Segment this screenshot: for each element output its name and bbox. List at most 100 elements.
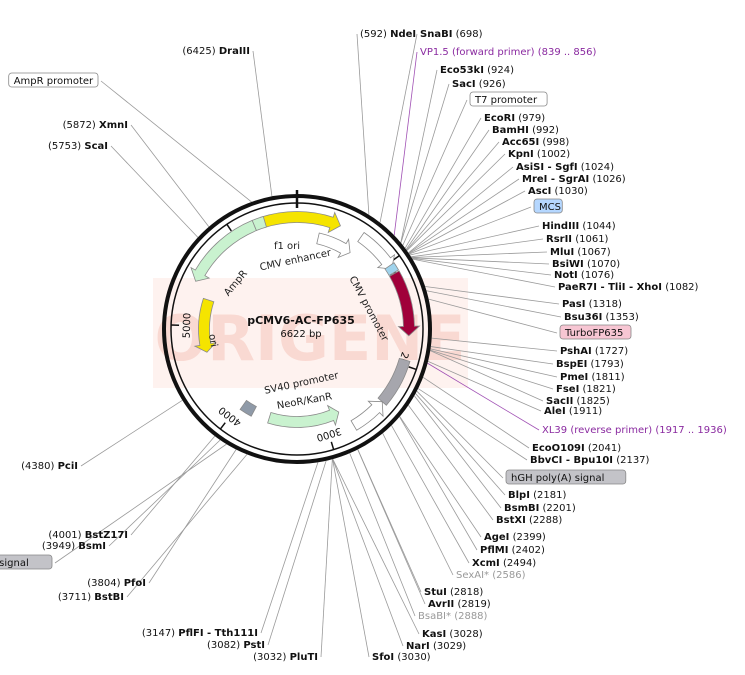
site-label-text: (4001) BstZ17I: [48, 530, 128, 541]
leader-line: [402, 99, 468, 246]
site-label-bamhi: BamHI (992): [492, 125, 559, 136]
site-label-xl39-reverse-primer: XL39 (reverse primer) (1917 .. 1936): [542, 425, 727, 436]
feature-ampr-promoter: [251, 215, 267, 232]
leader-line: [356, 33, 370, 215]
leader-line: [427, 361, 542, 412]
leader-line: [399, 416, 478, 551]
feature-cmv-enhancer: [316, 232, 351, 259]
site-label-text: Eco53kI (924): [440, 65, 514, 76]
backbone-tick: [219, 422, 226, 430]
leader-line: [415, 393, 506, 496]
leader-lines: [54, 33, 562, 658]
site-label-pflfi-tth111i: (3147) PflFI - Tth111I: [142, 628, 258, 639]
site-label-bsu36i: Bsu36I (1353): [564, 312, 639, 323]
leader-line: [391, 425, 470, 564]
leader-line: [400, 83, 450, 243]
feature-label-box: [469, 91, 548, 107]
site-label-text: KasI (3028): [422, 629, 483, 640]
leader-line: [382, 433, 454, 576]
site-label-text: VP1.5 (forward primer) (839 .. 856): [420, 47, 597, 58]
site-labels: (592) NdeI SnaBI (698) VP1.5 (forward prim…: [0, 29, 727, 663]
leader-line: [408, 178, 520, 254]
leader-line: [130, 124, 210, 228]
site-label-sfoi: SfoI (3030): [372, 652, 431, 663]
leader-line: [332, 459, 370, 658]
site-label-xcmi: XcmI (2494): [472, 558, 536, 569]
site-label-t7-promoter: T7 promoter: [469, 91, 548, 107]
site-label-hindiii: HindIII (1044): [542, 221, 616, 232]
site-label-mrei-sgrai: MreI - SgrAI (1026): [522, 174, 626, 185]
leader-line: [404, 117, 482, 249]
backbone-tick: [392, 254, 400, 261]
site-label-text: (6425) DraIII: [182, 46, 250, 57]
site-label-text: (3711) BstBI: [58, 592, 124, 603]
leader-line: [357, 449, 426, 605]
leader-line: [267, 460, 327, 646]
feature-label-text: hGH poly(A) signal: [511, 473, 604, 484]
site-label-bsiwi: BsiWI (1070): [552, 259, 620, 270]
feature-label-text: SV40 poly(A) signal: [0, 558, 29, 569]
leader-line: [406, 141, 500, 251]
site-label-text: (3032) PluTI: [253, 652, 318, 663]
site-label-blpi: BlpI (2181): [508, 490, 566, 501]
leader-line: [320, 459, 333, 658]
leader-line: [260, 462, 319, 634]
site-label-text: PmeI (1811): [560, 372, 625, 383]
leader-line: [399, 416, 482, 538]
site-label-text: XL39 (reverse primer) (1917 .. 1936): [542, 425, 727, 436]
site-label-bsmbi: BsmBI (2201): [504, 503, 576, 514]
feature-sv40-poly-a-signal: [239, 399, 257, 417]
site-label-text: AsiSI - SgfI (1024): [516, 162, 614, 173]
site-label-snabi: SnaBI (698): [420, 29, 483, 40]
site-label-bstbi: (3711) BstBI: [58, 592, 124, 603]
site-label-text: Acc65I (998): [502, 137, 569, 148]
leader-line: [411, 257, 550, 265]
leader-line: [411, 238, 544, 258]
site-label-text: RsrII (1061): [546, 234, 609, 245]
site-label-text: EcoO109I (2041): [532, 443, 621, 454]
site-label-stui: StuI (2818): [424, 587, 483, 598]
site-label-ecori: EcoRI (979): [484, 113, 545, 124]
site-label-eco53ki: Eco53kI (924): [440, 65, 514, 76]
leader-line: [416, 390, 504, 479]
leader-line: [430, 348, 558, 378]
leader-line: [110, 145, 199, 238]
feature-label-box: [559, 324, 632, 340]
feature-label-box: [0, 554, 53, 570]
site-label-text: PasI (1318): [562, 299, 622, 310]
features: [190, 211, 421, 431]
site-label-text: (5872) XmnI: [63, 120, 128, 131]
leader-line: [332, 458, 420, 635]
site-label-bbvci-bpu10i: BbvCI - Bpu10I (2137): [530, 455, 650, 466]
site-label-acc65i: Acc65I (998): [502, 137, 569, 148]
leader-line: [428, 298, 558, 334]
site-label-text: (592) NdeI: [360, 29, 416, 40]
leader-line: [252, 50, 273, 197]
site-label-text: StuI (2818): [424, 587, 483, 598]
tick-label: 4000: [217, 404, 244, 428]
site-label-text: (3804) PfoI: [87, 578, 146, 589]
leader-line: [412, 258, 552, 276]
site-label-pmei: PmeI (1811): [560, 372, 625, 383]
leader-line: [349, 453, 416, 617]
leader-line: [126, 454, 248, 598]
leader-line: [427, 362, 540, 431]
site-label-text: PaeR7I - TliI - XhoI (1082): [558, 282, 699, 293]
site-label-text: (3082) PstI: [207, 640, 265, 651]
site-label-hgh-poly-a-signal: hGH poly(A) signal: [505, 469, 627, 485]
site-label-pasi: PasI (1318): [562, 299, 622, 310]
feature-f1-ori: [260, 211, 341, 234]
site-label-text: AvrII (2819): [428, 599, 491, 610]
site-label-text: SexAI* (2586): [456, 570, 526, 581]
site-label-bspei: BspEI (1793): [556, 359, 624, 370]
site-label-mcs: MCS: [533, 198, 563, 214]
feature-cmv-promoter: [357, 231, 396, 270]
site-label-text: HindIII (1044): [542, 221, 616, 232]
site-label-psti: (3082) PstI: [207, 640, 265, 651]
site-label-vp1-5-forward-primer: VP1.5 (forward primer) (839 .. 856): [420, 47, 597, 58]
leader-line: [408, 190, 526, 254]
site-label-text: FseI (1821): [556, 384, 616, 395]
site-label-text: EcoRI (979): [484, 113, 545, 124]
site-label-pflmi: PflMI (2402): [480, 545, 545, 556]
